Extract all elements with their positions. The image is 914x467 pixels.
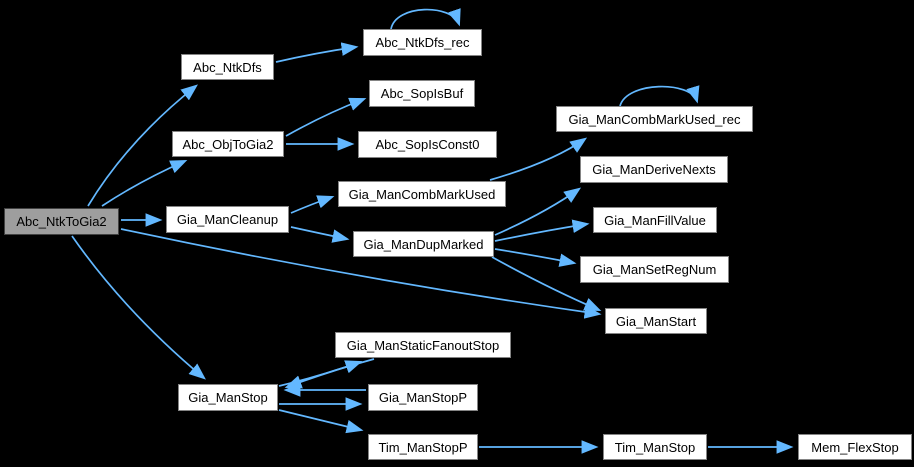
node-Gia_ManFillValue[interactable]: Gia_ManFillValue — [593, 207, 717, 233]
node-Abc_NtkDfs[interactable]: Abc_NtkDfs — [181, 54, 274, 80]
edge-Gia_ManDupMarked-to-Gia_ManFillValue — [494, 219, 590, 242]
edge-Abc_NtkToGia2-to-Gia_ManStop — [71, 235, 206, 380]
node-Mem_FlexStop[interactable]: Mem_FlexStop — [798, 434, 912, 460]
edge-Gia_ManDupMarked-to-Gia_ManSetRegNum — [494, 248, 577, 267]
edge-Gia_ManStop-to-Gia_ManStaticFanoutStop — [278, 360, 363, 387]
node-Gia_ManDeriveNexts[interactable]: Gia_ManDeriveNexts — [580, 156, 728, 183]
node-Tim_ManStop[interactable]: Tim_ManStop — [603, 434, 707, 460]
node-Gia_ManStopP[interactable]: Gia_ManStopP — [368, 384, 478, 411]
edge-Abc_NtkToGia2-to-Abc_NtkDfs — [87, 84, 198, 207]
node-Gia_ManStart[interactable]: Gia_ManStart — [605, 308, 707, 334]
edge-Gia_ManStaticFanoutStop-to-Gia_ManStop — [284, 358, 375, 389]
self-loop-Gia_ManCombMarkUsed_rec — [619, 85, 700, 107]
node-Abc_SopIsConst0[interactable]: Abc_SopIsConst0 — [358, 131, 497, 158]
edge-Gia_ManDupMarked-to-Gia_ManDeriveNexts — [494, 187, 582, 236]
node-Abc_NtkToGia2[interactable]: Abc_NtkToGia2 — [4, 208, 119, 235]
node-Abc_NtkDfs_rec[interactable]: Abc_NtkDfs_rec — [363, 29, 482, 56]
edge-Abc_NtkToGia2-to-Abc_ObjToGia2 — [101, 159, 188, 207]
node-Gia_ManStaticFanoutStop[interactable]: Gia_ManStaticFanoutStop — [335, 332, 511, 358]
self-loop-Abc_NtkDfs_rec — [390, 8, 461, 30]
node-Gia_ManCombMarkUsed_rec[interactable]: Gia_ManCombMarkUsed_rec — [556, 106, 753, 132]
node-Gia_ManCleanup[interactable]: Gia_ManCleanup — [166, 206, 289, 233]
node-Tim_ManStopP[interactable]: Tim_ManStopP — [368, 434, 478, 460]
edge-Abc_ObjToGia2-to-Abc_SopIsBuf — [285, 97, 367, 137]
edge-Gia_ManStop-to-Tim_ManStopP — [278, 409, 364, 434]
node-Gia_ManStop[interactable]: Gia_ManStop — [178, 384, 278, 411]
edge-Gia_ManCleanup-to-Gia_ManDupMarked — [290, 226, 350, 243]
node-Gia_ManSetRegNum[interactable]: Gia_ManSetRegNum — [580, 256, 729, 283]
node-Gia_ManDupMarked[interactable]: Gia_ManDupMarked — [353, 231, 494, 257]
node-Abc_ObjToGia2[interactable]: Abc_ObjToGia2 — [172, 131, 284, 157]
edge-Abc_NtkDfs-to-Abc_NtkDfs_rec — [275, 42, 359, 63]
edge-Gia_ManCombMarkUsed-to-Gia_ManCombMarkUsed_rec — [489, 137, 588, 181]
edge-Abc_NtkToGia2-to-Gia_ManStart — [120, 228, 602, 319]
edges-group — [71, 8, 794, 454]
edge-Gia_ManDupMarked-to-Gia_ManStart — [491, 256, 602, 312]
edge-Gia_ManCleanup-to-Gia_ManCombMarkUsed — [290, 195, 335, 214]
node-Abc_SopIsBuf[interactable]: Abc_SopIsBuf — [369, 80, 475, 107]
node-Gia_ManCombMarkUsed[interactable]: Gia_ManCombMarkUsed — [338, 181, 506, 207]
